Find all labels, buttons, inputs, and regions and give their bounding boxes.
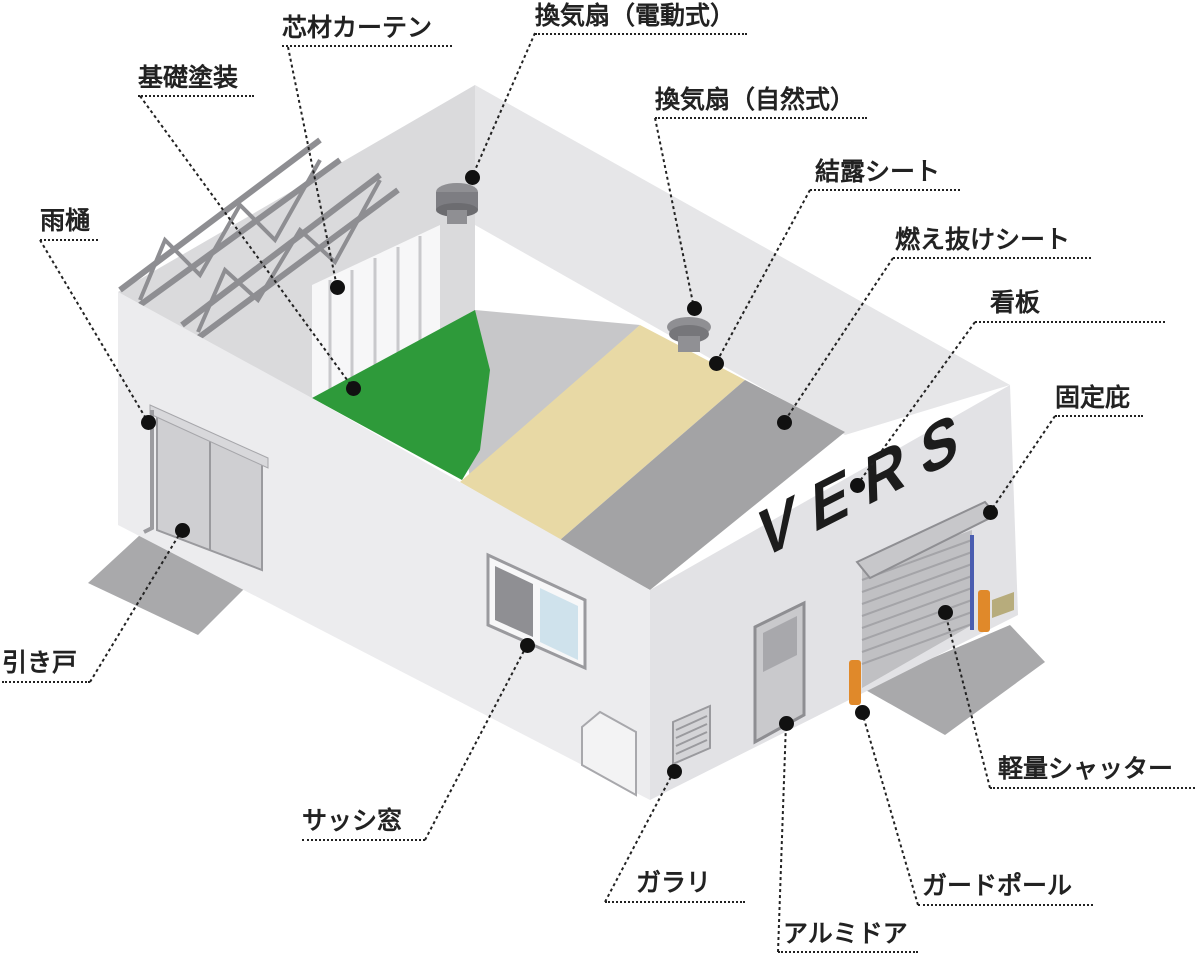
label-fan-electric: 換気扇（電動式） — [535, 1, 736, 30]
roof-truss — [118, 137, 400, 341]
left-wall — [118, 292, 650, 800]
label-aluminum-door: アルミドア — [783, 919, 908, 948]
label-light-shutter: 軽量シャッター — [998, 754, 1174, 783]
label-fan-natural: 換気扇（自然式） — [655, 85, 856, 114]
shutter-apron — [862, 625, 1045, 735]
back-wall-right — [475, 85, 1010, 435]
label-fixed-canopy: 固定庇 — [1055, 383, 1131, 412]
label-guard-pole: ガードポール — [922, 871, 1073, 900]
floor-gray — [560, 380, 845, 590]
leader-lines — [39, 32, 1056, 953]
marker-foundation — [346, 381, 361, 396]
label-condensation-sheet: 結露シート — [815, 157, 941, 186]
marker-canopy — [983, 505, 998, 520]
guard-pole-right — [978, 590, 990, 632]
label-louver: ガラリ — [636, 868, 712, 897]
label-foundation-paint: 基礎塗装 — [138, 63, 239, 92]
marker-aluminum-door — [779, 716, 794, 731]
marker-burn-sheet — [777, 415, 792, 430]
marker-sash-window — [520, 638, 535, 653]
sliding-door-apron — [88, 535, 255, 635]
marker-shutter — [938, 605, 953, 620]
label-gutter: 雨樋 — [40, 206, 91, 235]
guard-pole-left — [849, 660, 861, 705]
louver — [672, 704, 711, 766]
marker-sign — [850, 478, 865, 493]
outdoor-unit — [581, 710, 637, 797]
label-sash-window: サッシ窓 — [302, 806, 403, 835]
marker-gutter — [141, 415, 156, 430]
label-core-curtain: 芯材カーテン — [282, 13, 433, 42]
floor-beige — [460, 325, 745, 540]
gutter — [143, 410, 154, 534]
fan-natural — [667, 317, 711, 352]
label-signboard: 看板 — [990, 288, 1041, 317]
floor-concrete — [460, 310, 640, 480]
label-sliding-door: 引き戸 — [2, 648, 78, 677]
fan-electric — [436, 183, 478, 224]
marker-fan-natural — [687, 301, 702, 316]
right-wall — [650, 385, 1018, 800]
marker-sliding-door — [175, 523, 190, 538]
marker-condensation-sheet — [709, 356, 724, 371]
marker-fan-electric — [465, 170, 480, 185]
label-burn-sheet: 燃え抜けシート — [895, 225, 1071, 254]
marker-guard-pole — [855, 705, 870, 720]
marker-curtain — [330, 280, 345, 295]
floor-green — [312, 310, 490, 480]
marker-louver — [667, 764, 682, 779]
